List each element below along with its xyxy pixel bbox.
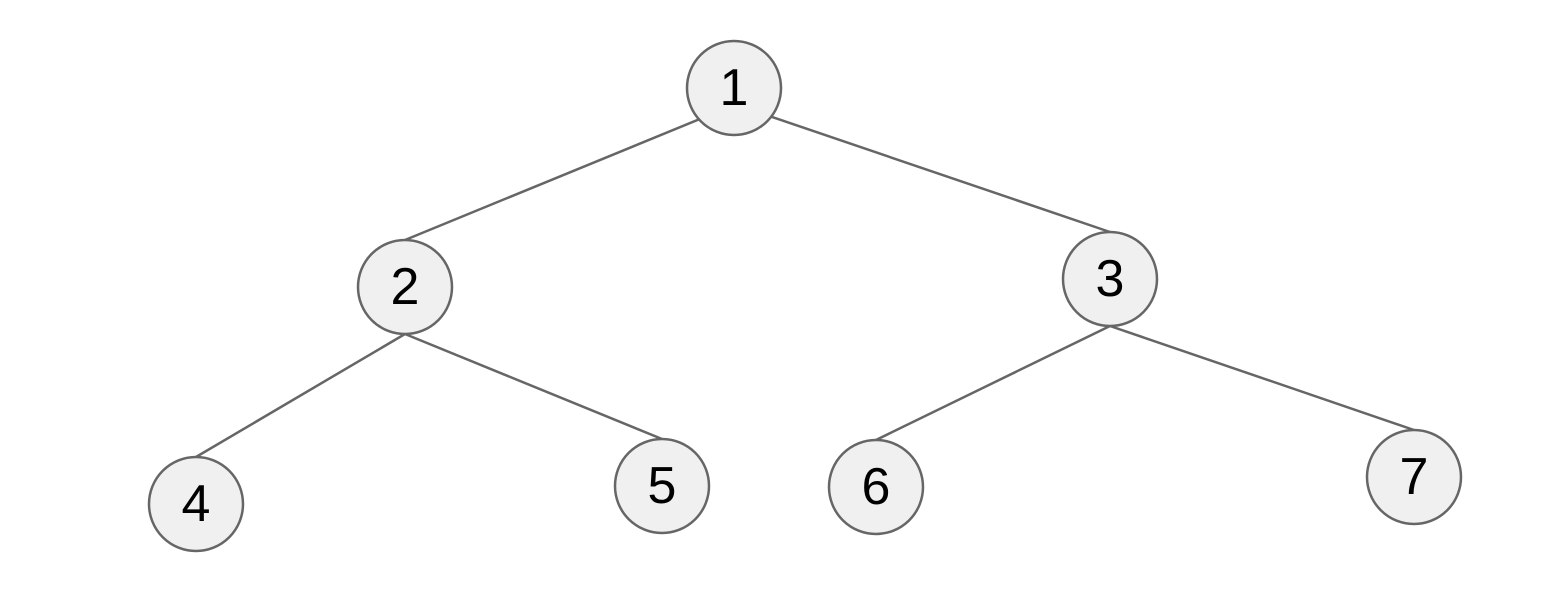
tree-node-circle-3 (1061, 230, 1159, 328)
tree-node-label-2: 2 (391, 258, 420, 316)
tree-node-label-7: 7 (1400, 448, 1429, 506)
tree-node-4: 4 (147, 455, 245, 553)
tree-node-2: 2 (356, 238, 454, 336)
tree-node-circle-7 (1365, 428, 1463, 526)
tree-edge-2-5 (404, 332, 663, 441)
tree-edge-1-3 (733, 102, 1111, 234)
tree-node-circle-1 (685, 39, 783, 137)
tree-edge-1-2 (404, 103, 735, 242)
tree-node-label-3: 3 (1096, 250, 1125, 308)
tree-node-circle-5 (613, 437, 711, 535)
tree-node-circle-2 (356, 238, 454, 336)
tree-node-6: 6 (827, 438, 925, 536)
tree-node-7: 7 (1365, 428, 1463, 526)
tree-edge-2-4 (195, 332, 406, 459)
tree-node-label-4: 4 (182, 475, 211, 533)
tree-node-circle-4 (147, 455, 245, 553)
tree-nodes-layer: 1 2 3 4 5 6 7 (147, 39, 1463, 553)
tree-edges-layer (195, 102, 1415, 459)
tree-node-5: 5 (613, 437, 711, 535)
tree-node-label-1: 1 (720, 59, 749, 117)
tree-node-circle-6 (827, 438, 925, 536)
tree-edge-3-7 (1109, 324, 1415, 432)
tree-edge-3-6 (875, 324, 1111, 442)
tree-node-3: 3 (1061, 230, 1159, 328)
tree-node-label-5: 5 (648, 457, 677, 515)
tree-node-1: 1 (685, 39, 783, 137)
tree-node-label-6: 6 (862, 458, 891, 516)
